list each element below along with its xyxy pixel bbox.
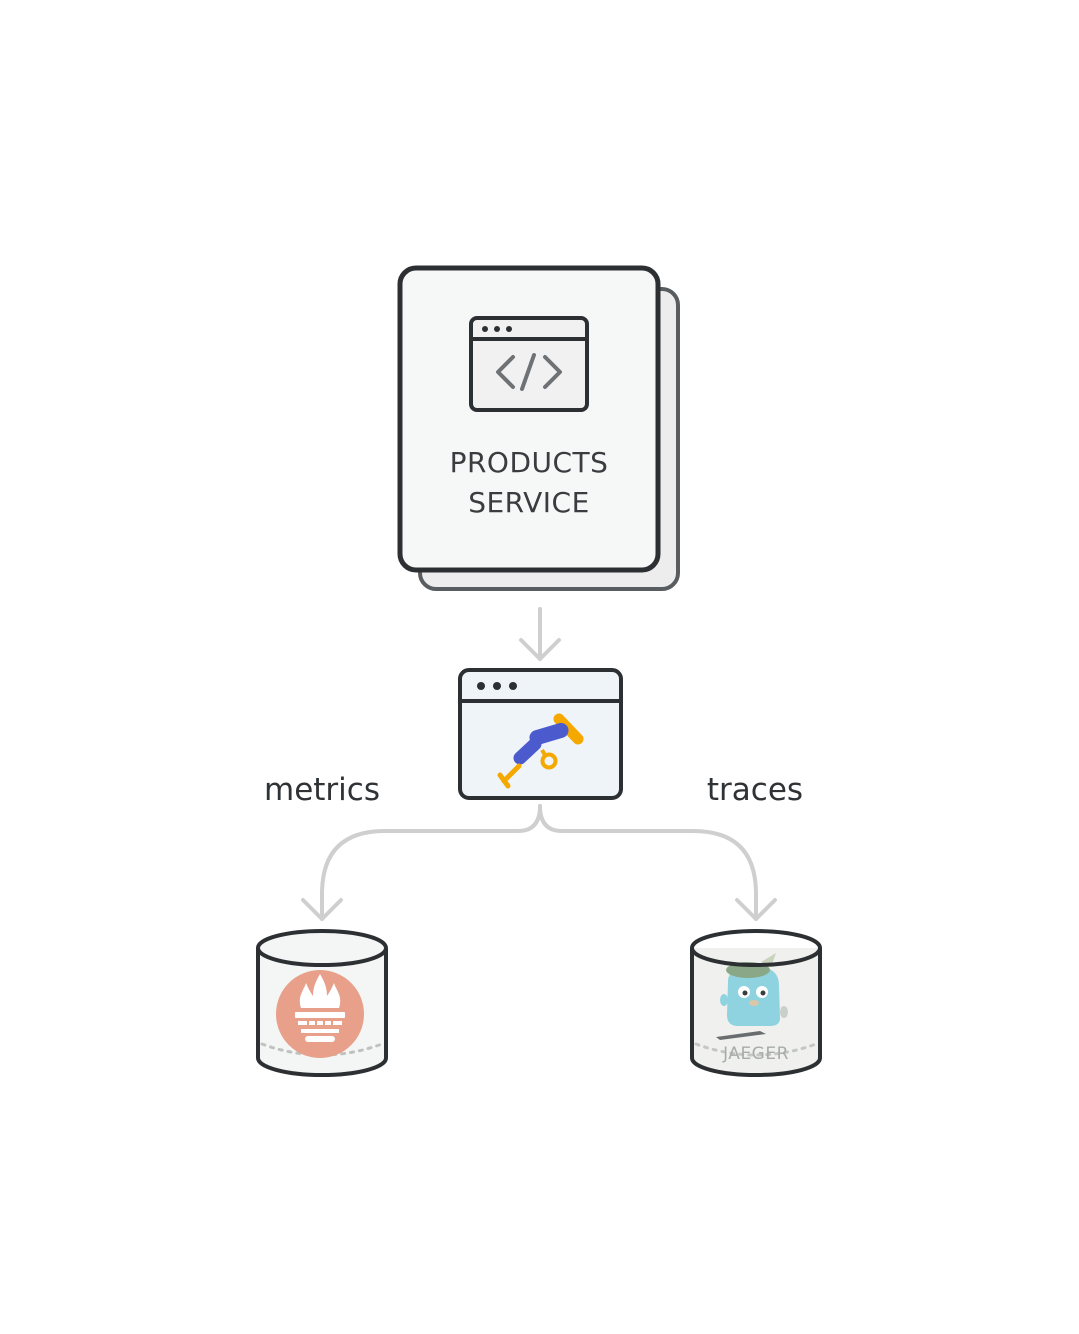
arrow-to-metrics-store (320, 804, 542, 921)
code-window-icon (469, 316, 589, 412)
edge-label-metrics: metrics (264, 772, 380, 808)
opentelemetry-telescope-icon (497, 713, 584, 789)
arrow-service-to-collector (519, 607, 561, 661)
prometheus-icon (276, 970, 364, 1058)
arrow-collector-to-stores (301, 804, 777, 921)
arrow-to-traces-store (538, 804, 758, 921)
products-service-node: PRODUCTS SERVICE (397, 265, 680, 591)
service-label-line1: PRODUCTS (450, 446, 609, 479)
prometheus-store (256, 929, 388, 1077)
service-label-line2: SERVICE (468, 486, 590, 519)
collector-node (458, 668, 623, 800)
jaeger-store: JAEGER (690, 929, 822, 1077)
edge-label-traces: traces (707, 772, 803, 808)
jaeger-icon: JAEGER (716, 953, 789, 1064)
jaeger-logo-text: JAEGER (722, 1044, 789, 1064)
service-card (397, 265, 661, 573)
